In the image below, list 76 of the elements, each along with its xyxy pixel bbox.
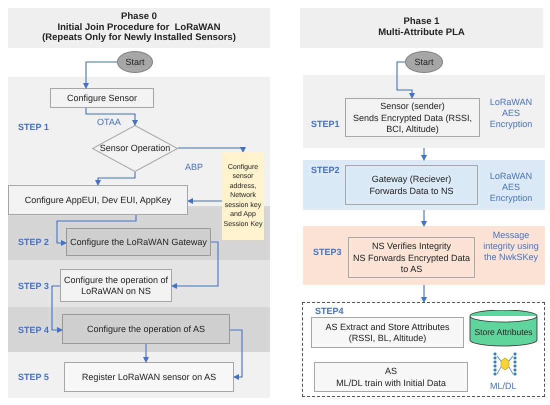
phase-heading: Initial Join Procedure for LoRaWAN <box>57 22 221 33</box>
annotation-text: Message integrity using the NwkSKey <box>482 230 540 262</box>
arrow <box>85 108 138 126</box>
start-ellipse <box>117 51 153 73</box>
node-label: Store Attributes <box>474 328 533 338</box>
annotation-text: LoRaWAN AES Encryption <box>488 97 534 130</box>
step-band <box>303 75 545 148</box>
step-label: STEP 4 <box>18 325 50 336</box>
step-label: STEP 2 <box>18 237 50 248</box>
node-label: Forwards Data to NS <box>369 186 454 196</box>
process-box <box>348 237 475 278</box>
note-box <box>222 152 264 240</box>
node-label: AS Extract and Store Attributes (RSSI, BL, Altitude) <box>324 322 451 343</box>
step-label: STEP4 <box>315 306 345 316</box>
node-label: Configure the LoRaWAN Gateway <box>70 236 207 248</box>
node-label: Configure Sensor <box>66 92 138 104</box>
phase-heading: Phase 1 <box>404 17 440 28</box>
node-label: Sends Encrypted Data (RSSI, BCI, Altitude) <box>352 113 474 134</box>
step-label: STEP3 <box>313 247 343 258</box>
step-band <box>8 352 270 398</box>
node-label: ML/DL train with Initial Data <box>336 378 446 388</box>
step-band <box>8 260 270 307</box>
step-label: STEP 1 <box>18 122 50 132</box>
step-band <box>303 160 545 210</box>
arrow <box>143 344 149 363</box>
database-cylinder <box>469 310 538 347</box>
icon-caption: ML/DL <box>490 381 517 391</box>
node-label: NS Forwards Encrypted Data to AS <box>352 253 472 274</box>
arrow <box>56 215 137 246</box>
process-box <box>64 362 234 392</box>
step-group-frame <box>302 302 545 397</box>
arrow <box>396 61 415 99</box>
step-label: STEP1 <box>311 119 341 130</box>
node-label: Sensor (sender) <box>380 100 445 112</box>
process-box <box>66 228 211 256</box>
arrow <box>178 147 246 153</box>
step-label: STEP2 <box>311 165 341 176</box>
edge-label: OTAA <box>96 117 122 127</box>
process-box <box>62 314 230 344</box>
process-box <box>60 269 172 302</box>
node-label: Configure the operation of LoRaWAN on NS <box>62 275 170 296</box>
start-ellipse <box>405 51 443 73</box>
node-label: Configure the operation of AS <box>86 324 206 334</box>
process-box <box>50 88 154 108</box>
arrow <box>51 285 63 333</box>
node-label: AS <box>384 366 397 376</box>
node-label: NS Verifies Integrity <box>372 240 452 252</box>
arrow <box>187 198 222 204</box>
step-band <box>8 307 270 352</box>
edge-label: ABP <box>184 162 204 172</box>
arrow <box>95 172 136 186</box>
node-label: Sensor Operation <box>100 143 170 154</box>
step-label: STEP 5 <box>18 372 50 382</box>
arrow <box>421 210 427 227</box>
node-label: Configure AppEUI, Dev EUI, AppKey <box>24 194 172 206</box>
process-box <box>314 362 468 392</box>
phase-heading: Phase 0 <box>121 12 157 23</box>
step-label: STEP 3 <box>18 281 50 292</box>
arrow <box>83 61 117 89</box>
process-box <box>8 185 188 215</box>
arrow <box>230 329 243 380</box>
node-label: Gateway (Reciever) <box>372 174 452 184</box>
decision-diamond <box>92 125 178 172</box>
node-label: Register LoRaWAN sensor on AS <box>82 372 216 382</box>
process-box <box>311 317 464 348</box>
node-label: Start <box>125 56 144 68</box>
annotation-text: LoRaWAN AES Encryption <box>488 171 534 204</box>
process-box <box>345 98 480 137</box>
arrow <box>171 241 219 289</box>
step-band <box>303 226 545 285</box>
node-label: Start <box>414 56 434 68</box>
process-box <box>345 165 478 205</box>
phase-heading: Multi-Attribute PLA <box>378 28 465 39</box>
arrow <box>421 285 427 303</box>
arrow <box>421 148 427 161</box>
phase-heading: (Repeats Only for Newly Installed Sensors) <box>42 33 236 44</box>
